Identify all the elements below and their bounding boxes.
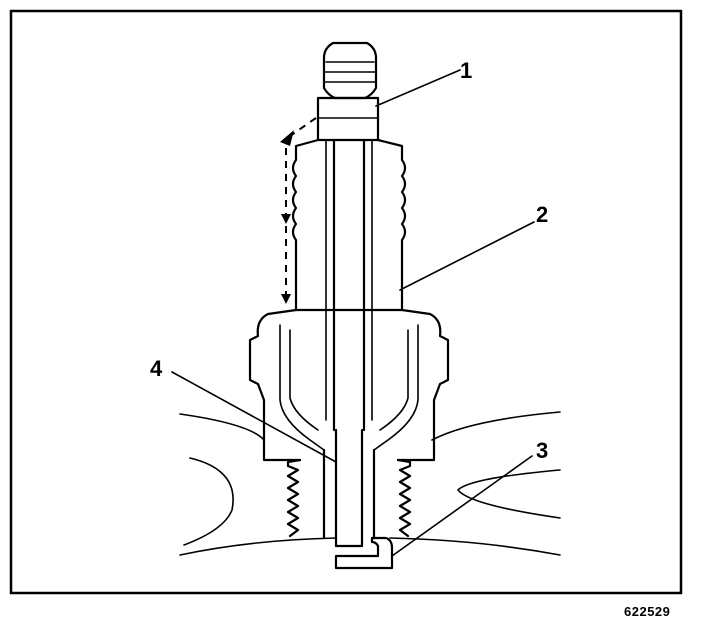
terminal-nut: [322, 41, 378, 100]
ground-electrode: [334, 536, 394, 570]
callout-2: 2: [536, 202, 548, 227]
leader-line-2: [399, 221, 535, 291]
figure-id: 622529: [624, 604, 671, 619]
cylinder-head: [179, 411, 561, 556]
install-direction-arrow: [280, 117, 317, 304]
callout-1: 1: [460, 58, 472, 83]
leader-line-3: [391, 455, 533, 557]
leader-lines: [171, 69, 535, 557]
metal-shell: [248, 308, 450, 462]
leader-line-1: [375, 69, 461, 107]
leader-line-4: [171, 371, 337, 463]
figure-frame: [9, 9, 683, 595]
callout-4: 4: [150, 356, 163, 381]
insulator: [291, 138, 407, 312]
callout-3: 3: [536, 438, 548, 463]
spark-plug: [248, 41, 450, 570]
